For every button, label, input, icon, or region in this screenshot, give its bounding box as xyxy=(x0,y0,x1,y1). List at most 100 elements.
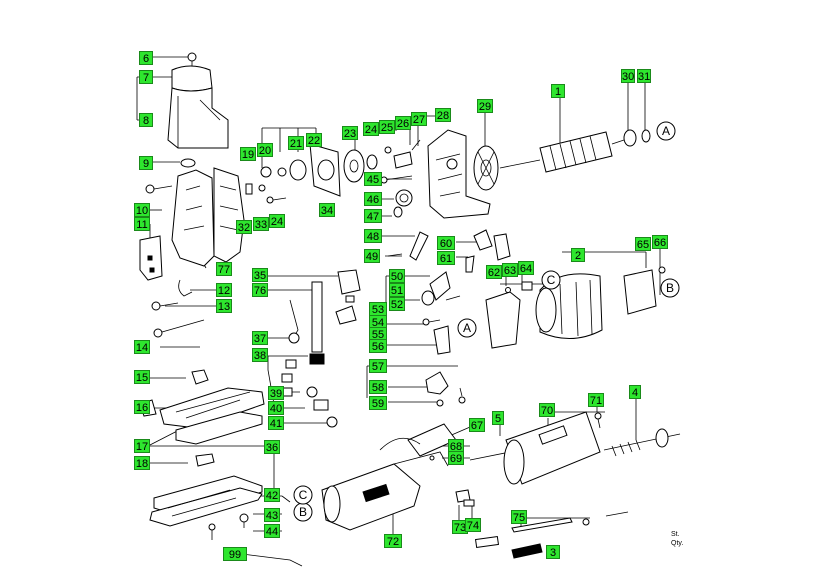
callout-41[interactable]: 41 xyxy=(268,416,284,430)
callout-42[interactable]: 42 xyxy=(264,488,280,502)
callout-7[interactable]: 7 xyxy=(139,70,153,84)
parts-45-47 xyxy=(380,175,413,218)
callout-56[interactable]: 56 xyxy=(369,339,387,353)
callout-61[interactable]: 61 xyxy=(437,251,455,265)
part-12-spring xyxy=(178,279,193,297)
callout-45[interactable]: 45 xyxy=(364,172,382,186)
parts-57-59 xyxy=(425,371,466,407)
callout-1[interactable]: 1 xyxy=(551,84,565,98)
callout-77[interactable]: 77 xyxy=(216,262,232,276)
callout-17[interactable]: 17 xyxy=(134,439,150,453)
part-33-gasket xyxy=(213,167,245,263)
callout-8[interactable]: 8 xyxy=(139,113,153,127)
callout-49[interactable]: 49 xyxy=(364,249,380,263)
callout-60[interactable]: 60 xyxy=(437,236,455,250)
part-4-cable xyxy=(603,428,681,457)
circle-ref-letter: A xyxy=(662,124,670,138)
callout-67[interactable]: 67 xyxy=(469,418,485,432)
callout-44[interactable]: 44 xyxy=(264,524,280,538)
parts-73-74 xyxy=(455,489,475,507)
part-35-76-blade-holder xyxy=(311,269,361,353)
callout-66[interactable]: 66 xyxy=(652,235,668,249)
circle-ref-letter: C xyxy=(547,273,556,287)
callout-23[interactable]: 23 xyxy=(342,126,358,140)
callout-28[interactable]: 28 xyxy=(435,108,451,122)
callout-73[interactable]: 73 xyxy=(452,520,468,534)
callout-38[interactable]: 38 xyxy=(252,348,268,362)
callout-30[interactable]: 30 xyxy=(621,69,635,83)
callout-57[interactable]: 57 xyxy=(369,359,387,373)
callout-24a[interactable]: 24 xyxy=(363,122,379,136)
part-23-gear xyxy=(343,149,365,183)
callout-72[interactable]: 72 xyxy=(384,534,402,548)
callout-51[interactable]: 51 xyxy=(389,283,405,297)
callout-50[interactable]: 50 xyxy=(389,269,405,283)
part-37-roller-guide xyxy=(288,299,300,344)
callout-9[interactable]: 9 xyxy=(139,156,153,170)
callout-46[interactable]: 46 xyxy=(364,192,382,206)
callout-14[interactable]: 14 xyxy=(134,340,150,354)
callout-3[interactable]: 3 xyxy=(546,545,560,559)
callout-2[interactable]: 2 xyxy=(571,248,585,262)
callout-59[interactable]: 59 xyxy=(369,396,387,410)
part-49-pin xyxy=(387,253,403,257)
callout-35[interactable]: 35 xyxy=(252,268,268,282)
callout-22[interactable]: 22 xyxy=(306,133,322,147)
callout-37[interactable]: 37 xyxy=(252,331,268,345)
callout-34[interactable]: 34 xyxy=(319,203,335,217)
callout-52[interactable]: 52 xyxy=(389,297,405,311)
callout-53[interactable]: 53 xyxy=(369,302,387,316)
callout-20[interactable]: 20 xyxy=(257,143,273,157)
qty-note-line2: Qty. xyxy=(671,540,684,547)
qty-note: St. Qty. xyxy=(671,530,683,548)
callout-55[interactable]: 55 xyxy=(369,327,387,341)
callout-27[interactable]: 27 xyxy=(411,112,427,126)
callout-63[interactable]: 63 xyxy=(502,263,518,277)
callout-25[interactable]: 25 xyxy=(379,120,395,134)
callout-62[interactable]: 62 xyxy=(486,265,502,279)
callout-31[interactable]: 31 xyxy=(637,69,651,83)
callout-65[interactable]: 65 xyxy=(635,237,651,251)
part-48-lever xyxy=(409,231,429,261)
part-11-bracket xyxy=(139,235,163,281)
callout-29[interactable]: 29 xyxy=(477,99,493,113)
callout-48[interactable]: 48 xyxy=(364,229,382,243)
callout-58[interactable]: 58 xyxy=(369,380,387,394)
circle-ref-ring xyxy=(541,270,561,290)
circle-ref-letter: A xyxy=(463,321,471,335)
callout-16[interactable]: 16 xyxy=(134,400,150,414)
circle-ref-C1: C xyxy=(541,270,561,290)
callout-5[interactable]: 5 xyxy=(492,411,504,425)
callout-39[interactable]: 39 xyxy=(268,386,284,400)
part-72-motor-housing xyxy=(321,451,449,531)
callout-69[interactable]: 69 xyxy=(448,451,464,465)
callout-75[interactable]: 75 xyxy=(511,510,527,524)
callout-32[interactable]: 32 xyxy=(236,220,252,234)
callout-74[interactable]: 74 xyxy=(465,518,481,532)
callout-70[interactable]: 70 xyxy=(539,403,555,417)
part-15-block xyxy=(191,369,209,385)
callout-13[interactable]: 13 xyxy=(216,299,232,313)
callout-15[interactable]: 15 xyxy=(134,370,150,384)
callout-76[interactable]: 76 xyxy=(252,283,268,297)
callout-40[interactable]: 40 xyxy=(268,401,284,415)
callout-12[interactable]: 12 xyxy=(216,283,232,297)
callout-24b[interactable]: 24 xyxy=(269,214,285,228)
callout-4[interactable]: 4 xyxy=(629,385,641,399)
callout-10[interactable]: 10 xyxy=(134,203,150,217)
callout-64[interactable]: 64 xyxy=(518,261,534,275)
callout-99[interactable]: 99 xyxy=(223,547,247,561)
callout-33[interactable]: 33 xyxy=(253,217,269,231)
callout-11[interactable]: 11 xyxy=(134,217,150,231)
callout-36[interactable]: 36 xyxy=(264,440,280,454)
callout-21[interactable]: 21 xyxy=(288,136,304,150)
callout-43[interactable]: 43 xyxy=(264,508,280,522)
callout-47[interactable]: 47 xyxy=(364,209,382,223)
callout-19[interactable]: 19 xyxy=(240,147,256,161)
callout-6[interactable]: 6 xyxy=(139,51,153,65)
callout-71[interactable]: 71 xyxy=(588,393,604,407)
callout-26[interactable]: 26 xyxy=(395,116,411,130)
parts-19-21-small xyxy=(245,143,341,204)
part-18-insert xyxy=(195,453,215,467)
callout-18[interactable]: 18 xyxy=(134,456,150,470)
